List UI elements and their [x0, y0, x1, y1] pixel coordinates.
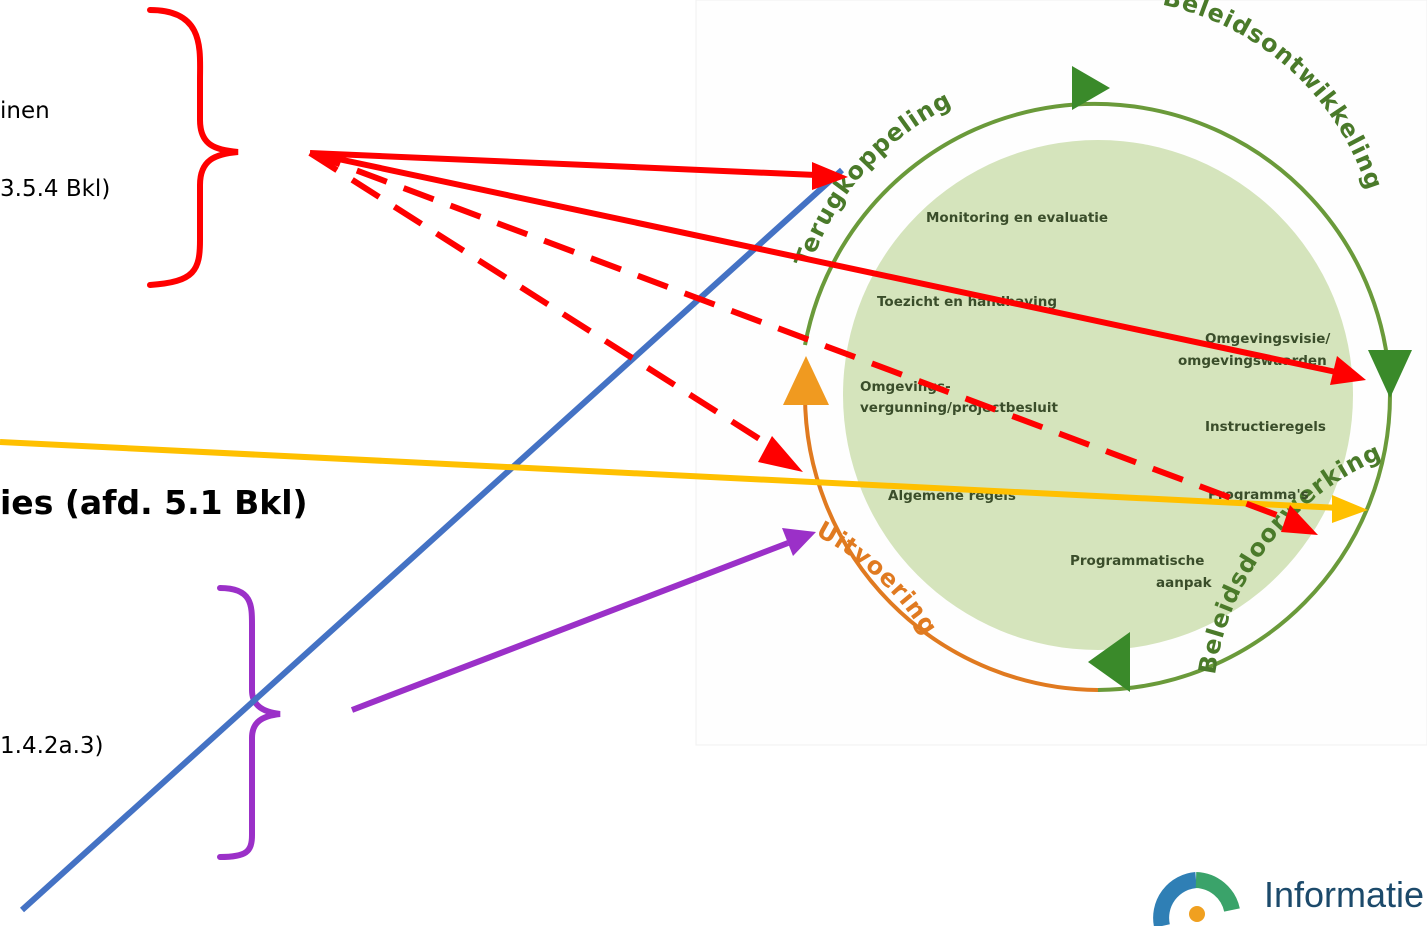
red-dashed-arrow-1-line [308, 150, 782, 455]
red-arrow-1-line [309, 150, 817, 178]
cycle-arc-top [803, 101, 1392, 396]
purple-brace [217, 585, 281, 860]
red-brace [147, 7, 239, 288]
cycle-arc-right [1097, 394, 1392, 692]
section-heading: ies (afd. 5.1 Bkl) [0, 483, 308, 522]
instrument-monitoring: Monitoring en evaluatie [926, 210, 1108, 226]
instrument-vision-1: Omgevingsvisie/ [1205, 331, 1330, 347]
instrument-programmatic-2: aanpak [1156, 575, 1213, 591]
red-dashed-arrow-2-line [308, 150, 1292, 523]
logo-icon [1153, 872, 1240, 926]
text-line-4: 1.4.2a.3) [0, 733, 104, 759]
red-dashed-arrow-1-head [758, 436, 803, 472]
red-dashed-arrow-2-head [1281, 505, 1318, 535]
purple-arrow-line [350, 540, 790, 713]
arrow-top-icon [1072, 66, 1110, 110]
instrument-programmatic-1: Programmatische [1070, 553, 1204, 569]
text-line-2: 3.5.4 Bkl) [0, 176, 111, 202]
logo-text: Informatie [1264, 874, 1425, 915]
red-arrow-2-line [309, 150, 1337, 375]
red-arrow-1-head [812, 162, 848, 190]
blue-line [19, 167, 845, 913]
inner-circle [843, 140, 1353, 650]
yellow-arrow-head [1332, 495, 1368, 523]
arrow-left-icon [783, 356, 829, 405]
purple-arrow-head [782, 528, 816, 556]
red-arrow-2-head [1330, 356, 1366, 385]
instrument-permit-2: vergunning/projectbesluit [860, 400, 1058, 416]
arrow-right-icon [1368, 350, 1412, 398]
instrument-instruction-rules: Instructieregels [1205, 419, 1326, 435]
instrument-programmes: Programma's [1208, 487, 1309, 503]
cycle-arc-bottom-left [803, 394, 1099, 692]
instrument-enforcement: Toezicht en handhaving [877, 294, 1057, 310]
text-line-1: inen [0, 98, 50, 124]
arrow-bottom-icon [1088, 632, 1130, 692]
yellow-arrow-line [0, 439, 1341, 511]
